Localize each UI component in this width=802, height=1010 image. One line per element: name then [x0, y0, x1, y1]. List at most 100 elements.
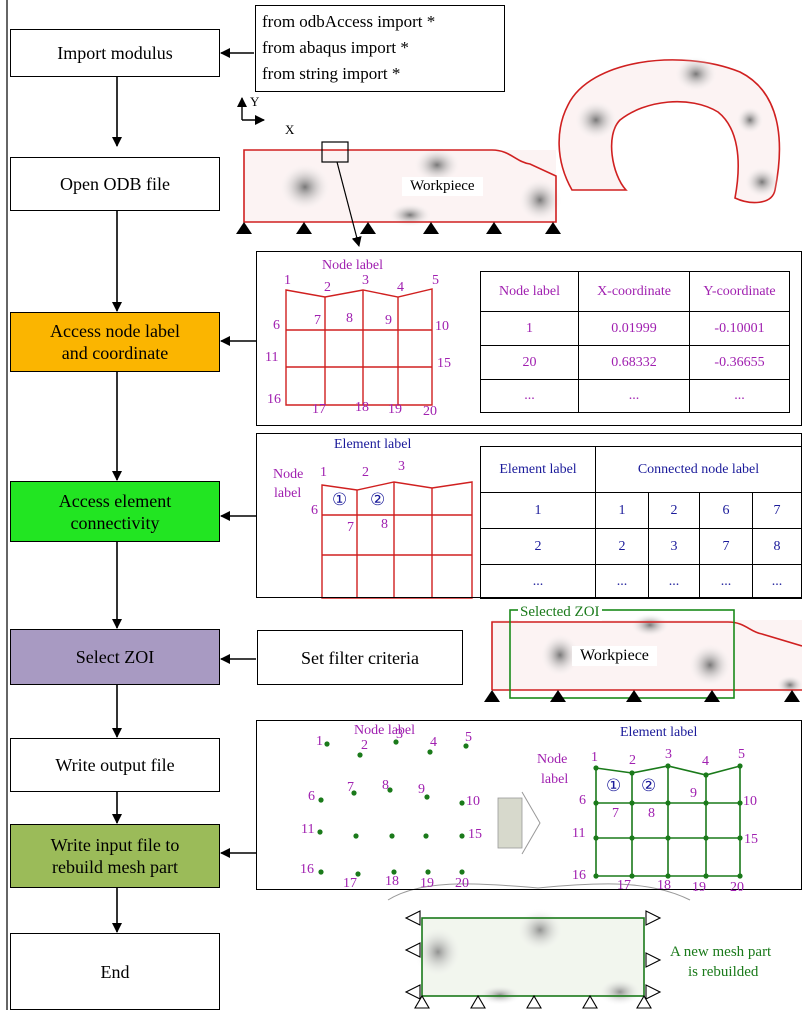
th-y-coord: Y-coordinate	[689, 271, 790, 312]
dot-num-6: 6	[308, 789, 315, 804]
cell: 0.01999	[578, 311, 690, 346]
open-odb-box: Open ODB file	[10, 157, 220, 211]
import-line-2: from abaqus import *	[262, 38, 409, 57]
cell: 2	[480, 528, 596, 565]
node-num-16: 16	[267, 392, 281, 407]
dot-num-20: 20	[455, 876, 469, 891]
mesh-num-17: 17	[617, 878, 631, 893]
element-label-title-1: Element label	[334, 437, 412, 452]
import-code-box: from odbAccess import * from abaqus impo…	[255, 5, 505, 92]
mesh-num-19: 19	[692, 880, 706, 895]
node-num-15: 15	[437, 356, 451, 371]
dot-num-16: 16	[300, 862, 314, 877]
dot-num-4: 4	[430, 735, 437, 750]
mesh-num-16: 16	[572, 868, 586, 883]
dot-num-19: 19	[420, 876, 434, 891]
workpiece-label-2: Workpiece	[572, 646, 657, 666]
cell: 1	[595, 492, 649, 529]
open-odb-label: Open ODB file	[60, 174, 170, 194]
workpiece-shape	[243, 141, 562, 247]
write-input-line2: rebuild mesh part	[52, 857, 178, 877]
axes-icon	[237, 97, 265, 125]
table-row: ... ... ... ... ...	[480, 564, 802, 599]
mesh-num-6: 6	[579, 793, 586, 808]
mesh-num-3: 3	[665, 747, 672, 762]
cell: 0.68332	[578, 345, 690, 380]
access-element-line2: connectivity	[70, 512, 160, 533]
elem-node-2: 2	[362, 465, 369, 480]
end-box: End	[10, 933, 220, 1010]
node-num-7: 7	[314, 313, 321, 328]
filter-criteria-box: Set filter criteria	[257, 630, 463, 685]
write-input-line1: Write input file to	[50, 835, 180, 855]
dot-num-18: 18	[385, 874, 399, 889]
access-node-line1: Access node label	[50, 321, 180, 341]
cell: ...	[480, 379, 579, 413]
table-row: 2 2 3 7 8	[480, 528, 802, 565]
access-element-line1: Access element	[58, 490, 172, 511]
node-num-18: 18	[355, 400, 369, 415]
node-coordinate-table: Node label X-coordinate Y-coordinate 1 0…	[480, 271, 790, 413]
cell: 7	[699, 528, 753, 565]
write-output-label: Write output file	[55, 755, 175, 775]
th-node-label: Node label	[480, 271, 579, 312]
green-mesh-nodes	[593, 763, 743, 879]
dot-num-9: 9	[418, 782, 425, 797]
elem-node-1: 1	[320, 465, 327, 480]
node-dots	[317, 739, 469, 877]
node-label-side-1a: Node	[273, 467, 304, 482]
cell: -0.36655	[689, 345, 790, 380]
cell: ...	[648, 564, 700, 599]
elem-node-7: 7	[347, 520, 354, 535]
dot-num-10: 10	[466, 794, 480, 809]
mesh-num-9: 9	[690, 786, 697, 801]
element-connectivity-table: Element label Connected node label 1 1 2…	[480, 446, 802, 599]
select-zoi-label: Select ZOI	[75, 647, 155, 667]
dot-num-11: 11	[301, 822, 315, 837]
open-supports	[404, 910, 662, 1009]
cell: ...	[578, 379, 690, 413]
axis-x-label: X	[285, 122, 295, 137]
new-mesh-part	[414, 908, 645, 1006]
element-id-2: ②	[370, 490, 386, 509]
import-line-3: from string import *	[262, 64, 401, 83]
dot-num-8: 8	[382, 778, 389, 793]
mesh-num-10: 10	[743, 794, 757, 809]
mesh-num-20: 20	[730, 880, 744, 895]
cell: ...	[699, 564, 753, 599]
write-output-box: Write output file	[10, 738, 220, 792]
table-row: 1 1 2 6 7	[480, 492, 802, 529]
dot-num-7: 7	[347, 780, 354, 795]
cell: 3	[648, 528, 700, 565]
mesh-num-1: 1	[591, 750, 598, 765]
mesh-num-7: 7	[612, 806, 619, 821]
node-label-side-3a: Node	[537, 752, 568, 767]
element-id-1: ①	[332, 490, 348, 509]
node-label-side-1b: label	[274, 486, 302, 501]
dot-num-1: 1	[316, 734, 323, 749]
deformed-workpiece	[558, 56, 781, 204]
side-arrows	[220, 48, 256, 858]
mesh-element-id-2: ②	[641, 776, 657, 795]
node-label-title-1: Node label	[322, 258, 384, 273]
rebuild-panel	[256, 720, 802, 890]
mesh-element-id-1: ①	[606, 776, 622, 795]
dot-num-5: 5	[465, 730, 472, 745]
node-label-title-3: Node label	[354, 723, 416, 738]
cell: ...	[752, 564, 802, 599]
node-num-2: 2	[324, 280, 331, 295]
cell: ...	[480, 564, 596, 599]
supports-1	[236, 222, 561, 234]
selected-zoi-label: Selected ZOI	[518, 604, 602, 621]
node-num-9: 9	[385, 313, 392, 328]
dot-num-2: 2	[361, 738, 368, 753]
elem-node-6: 6	[311, 503, 318, 518]
dot-num-17: 17	[343, 876, 357, 891]
mesh-num-4: 4	[702, 754, 709, 769]
cell: ...	[595, 564, 649, 599]
node-num-20: 20	[423, 404, 437, 419]
import-line-1: from odbAccess import *	[262, 12, 436, 31]
